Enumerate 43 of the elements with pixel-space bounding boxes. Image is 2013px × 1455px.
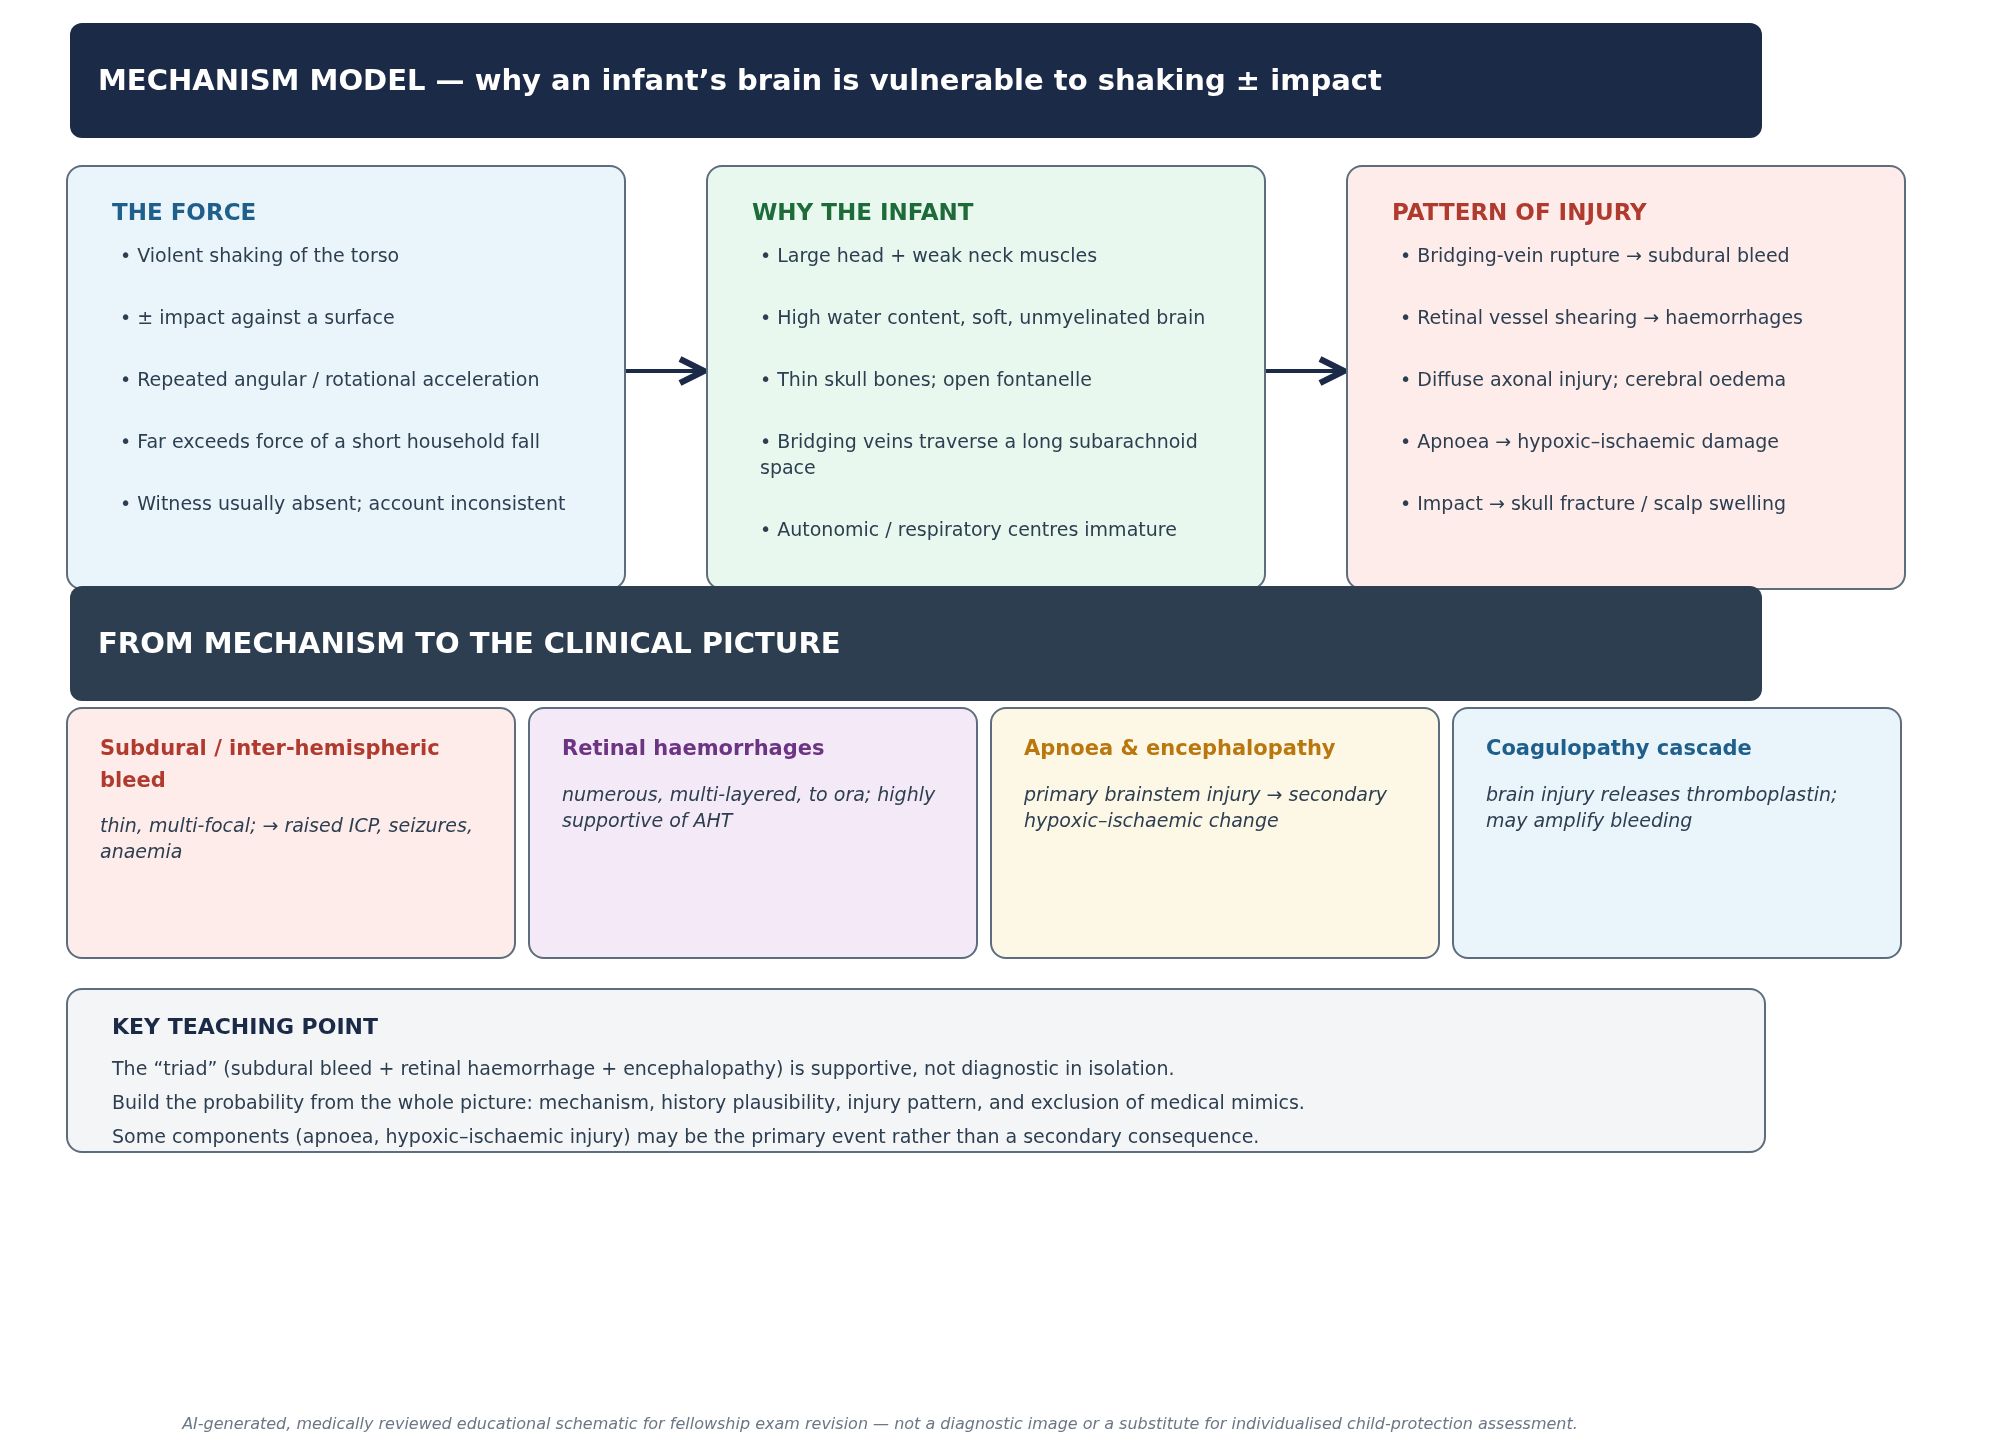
bullet-item: • Bridging veins traverse a long subarachnoid space — [760, 428, 1199, 480]
section-heading: FROM MECHANISM TO THE CLINICAL PICTURE — [98, 624, 841, 662]
bullet-item: • Autonomic / respiratory centres immature — [760, 517, 1178, 543]
key-point-card — [66, 988, 1766, 1153]
card-heading: PATTERN OF INJURY — [1392, 198, 1648, 227]
finding-card — [66, 707, 516, 959]
bullet-item: • Thin skull bones; open fontanelle — [760, 366, 1093, 392]
bullet-item: • Diffuse axonal injury; cerebral oedema — [1400, 366, 1788, 392]
arrow — [1266, 355, 1348, 387]
bullet-item: • ± impact against a surface — [120, 304, 396, 330]
key-point-text: The “triad” (subdural bleed + retinal haemorrhage + encephalopathy) is supportive, not diagnostic in isolation. — [112, 1056, 1176, 1081]
footnote: AI-generated, medically reviewed educational schematic for fellowship exam revision — not a diagnostic image or a substitute for individualised child-protection assessment. — [182, 1413, 1578, 1435]
bullet-item: • Violent shaking of the torso — [120, 242, 401, 268]
finding-card — [1452, 707, 1902, 959]
card-heading: WHY THE INFANT — [752, 198, 975, 227]
card-heading: KEY TEACHING POINT — [112, 1013, 380, 1041]
card-heading: Subdural / inter-hemispheric bleed — [100, 735, 441, 794]
finding-card — [990, 707, 1440, 959]
bullet-item: • Bridging-vein rupture → subdural bleed — [1400, 242, 1791, 268]
bullet-item: • Apnoea → hypoxic–ischaemic damage — [1400, 428, 1781, 454]
bullet-item: • Witness usually absent; account inconsistent — [120, 491, 567, 516]
section-banner — [70, 586, 1762, 701]
card-heading: Coagulopathy cascade — [1486, 735, 1753, 762]
card-description: numerous, multi-layered, to ora; highly supportive of AHT — [562, 781, 937, 833]
card-heading: Retinal haemorrhages — [562, 735, 826, 762]
card-description: primary brainstem injury → secondary hypoxic–ischaemic change — [1024, 781, 1388, 833]
info-card — [1346, 165, 1906, 590]
card-description: thin, multi-focal; → raised ICP, seizures, anaemia — [100, 813, 474, 865]
info-card — [66, 165, 626, 590]
title: MECHANISM MODEL — why an infant’s brain is vulnerable to shaking ± impact — [98, 61, 1382, 99]
arrow — [626, 355, 708, 387]
card-description: brain injury releases thromboplastin; may amplify bleeding — [1486, 781, 1839, 833]
bullet-item: • Retinal vessel shearing → haemorrhages — [1400, 304, 1805, 330]
bullet-item: • High water content, soft, unmyelinated brain — [760, 304, 1207, 330]
bullet-item: • Repeated angular / rotational acceleration — [120, 366, 541, 392]
bullet-item: • Far exceeds force of a short household fall — [120, 428, 542, 454]
card-heading: THE FORCE — [112, 198, 258, 227]
finding-card — [528, 707, 978, 959]
key-point-text: Build the probability from the whole picture: mechanism, history plausibility, injury pattern, and exclusion of medical mimics. — [112, 1090, 1306, 1115]
key-point-text: Some components (apnoea, hypoxic–ischaemic injury) may be the primary event rather than a secondary consequence. — [112, 1124, 1261, 1149]
card-heading: Apnoea & encephalopathy — [1024, 735, 1337, 762]
bullet-item: • Large head + weak neck muscles — [760, 242, 1099, 268]
bullet-item: • Impact → skull fracture / scalp swelling — [1400, 491, 1787, 516]
